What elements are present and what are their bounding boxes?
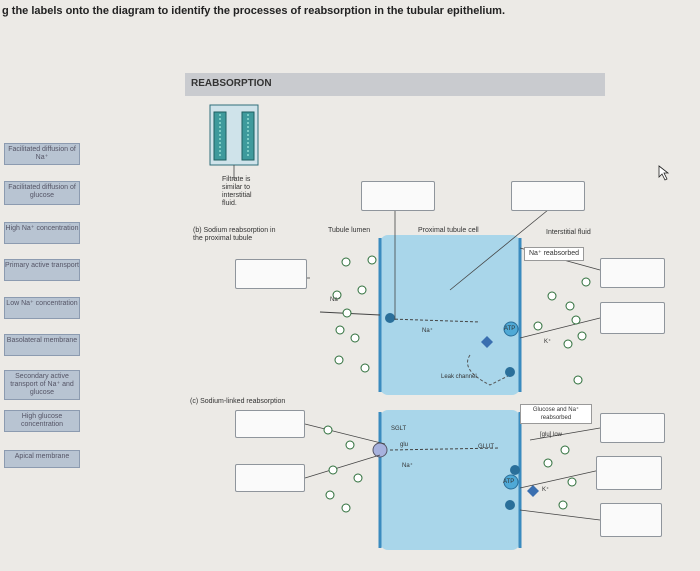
k-ion-b: K⁺ [544,339,552,345]
na-ion-c: Na⁺ [402,463,413,469]
panel-b-title: (b) Sodium reabsorption in the proximal … [193,227,276,242]
palette-label-apical-membrane[interactable]: Apical membrane [4,450,80,468]
drop-target-2[interactable] [511,181,585,211]
filtrate-note: Filtrate is similar to interstitial flui… [222,176,252,207]
palette-label-high-glucose[interactable]: High glucose concentration [4,410,80,432]
glucose-na-reabsorbed-label: Glucose and Na⁺ reabsorbed [520,404,592,424]
proximal-cell-b [319,235,522,395]
palette-label-facilitated-diffusion-glucose[interactable]: Facilitated diffusion of glucose [4,181,80,205]
cursor-arrow-icon [658,165,670,181]
glu-label: glu [400,442,409,448]
palette-label-basolateral-membrane[interactable]: Basolateral membrane [4,334,80,356]
na-reabsorbed-label: Na⁺ reabsorbed [524,247,585,261]
tubule-icon [209,104,259,180]
glu-low-label: [glu] low [540,432,563,438]
palette-label-facilitated-diffusion-na[interactable]: Facilitated diffusion of Na⁺ [4,143,80,165]
palette-label-low-na[interactable]: Low Na⁺ concentration [4,297,80,319]
k-ion-c: K⁺ [542,487,550,493]
instruction-text: g the labels onto the diagram to identif… [2,5,506,17]
drop-target-8[interactable] [235,464,305,492]
atp-label-b: ATP [504,326,516,332]
proximal-cell-c [372,410,539,550]
drop-target-10[interactable] [600,503,662,537]
drop-target-5[interactable] [600,302,665,334]
section-title: REABSORPTION [185,73,605,96]
sodium-ions [323,255,591,513]
drop-target-4[interactable] [600,258,665,288]
atp-label-c: ATP [503,479,515,485]
palette-label-primary-active-transport[interactable]: Primary active transport [4,259,80,281]
drop-target-9[interactable] [596,456,662,490]
panel-c-title: (c) Sodium-linked reabsorption [190,398,286,405]
palette-label-high-na[interactable]: High Na⁺ concentration [4,222,80,244]
drop-target-3[interactable] [235,259,307,289]
drop-target-6[interactable] [235,410,305,438]
glut-label: GLUT [478,444,495,450]
na-ion-lumen: Na⁺ [330,297,341,303]
drop-target-7[interactable] [600,413,665,443]
tubule-lumen-label: Tubule lumen [328,227,371,234]
proximal-cell-label: Proximal tubule cell [418,227,479,234]
sglt-label: SGLT [391,426,407,432]
na-ion-cell: Na⁺ [422,328,433,334]
palette-label-secondary-active-transport[interactable]: Secondary active transport of Na⁺ and gl… [4,370,80,400]
interstitial-fluid-label: Interstitial fluid [546,229,591,236]
drop-target-1[interactable] [361,181,435,211]
leak-channel-label: Leak channel [441,374,477,380]
